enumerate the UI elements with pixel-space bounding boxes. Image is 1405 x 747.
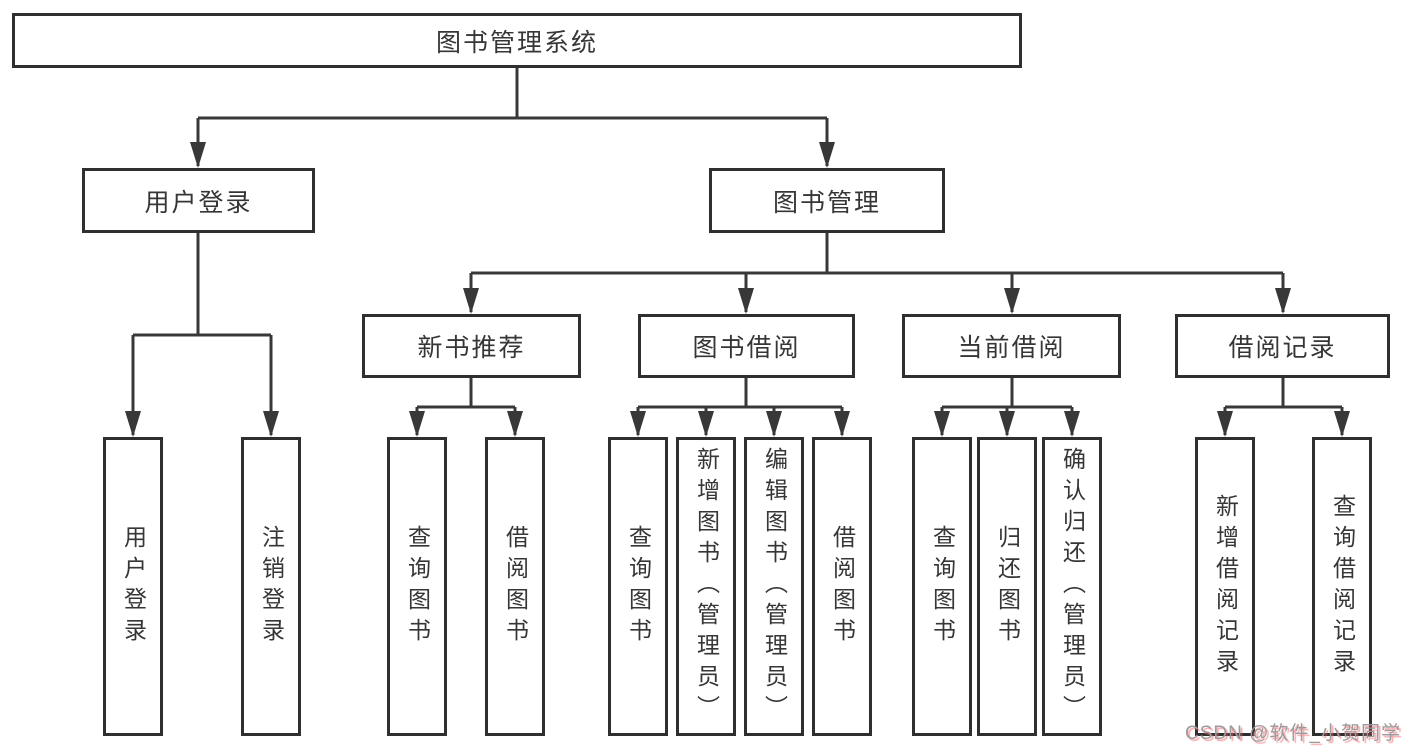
book-management-children-line xyxy=(469,233,1285,312)
arrowheads xyxy=(125,142,1350,437)
leaf-query-borrow-record: 查询借阅记录 xyxy=(1312,437,1372,736)
leaf-logout: 注销登录 xyxy=(241,437,301,736)
leaf-edit-book-admin: 编辑图书（管理员） xyxy=(744,437,804,736)
node-new-book-recommend: 新书推荐 xyxy=(362,314,581,378)
leaf-borrow-books-recommend: 借阅图书 xyxy=(485,437,545,736)
node-book-management: 图书管理 xyxy=(709,168,945,233)
leaf-confirm-return-admin: 确认归还（管理员） xyxy=(1042,437,1102,736)
watermark-text: CSDN @软件_小贺同学 xyxy=(1185,723,1401,744)
borrow-records-children-line xyxy=(1223,378,1344,435)
leaf-add-book-admin: 新增图书（管理员） xyxy=(676,437,736,736)
leaf-add-borrow-record: 新增借阅记录 xyxy=(1195,437,1255,736)
leaf-return-books: 归还图书 xyxy=(977,437,1037,736)
node-root-system: 图书管理系统 xyxy=(12,13,1022,68)
node-book-borrow: 图书借阅 xyxy=(638,314,855,378)
leaf-query-books-current: 查询图书 xyxy=(912,437,972,736)
root-to-branches-line xyxy=(196,68,829,166)
book-borrow-children-line xyxy=(636,378,844,435)
node-borrow-records: 借阅记录 xyxy=(1175,314,1390,378)
leaf-user-login: 用户登录 xyxy=(103,437,163,736)
user-login-children-line xyxy=(131,233,273,435)
leaf-query-books-recommend: 查询图书 xyxy=(387,437,447,736)
leaf-query-books-borrow: 查询图书 xyxy=(608,437,668,736)
node-user-login: 用户登录 xyxy=(82,168,315,233)
new-book-children-line xyxy=(415,378,517,435)
node-current-borrow: 当前借阅 xyxy=(902,314,1121,378)
leaf-borrow-books: 借阅图书 xyxy=(812,437,872,736)
